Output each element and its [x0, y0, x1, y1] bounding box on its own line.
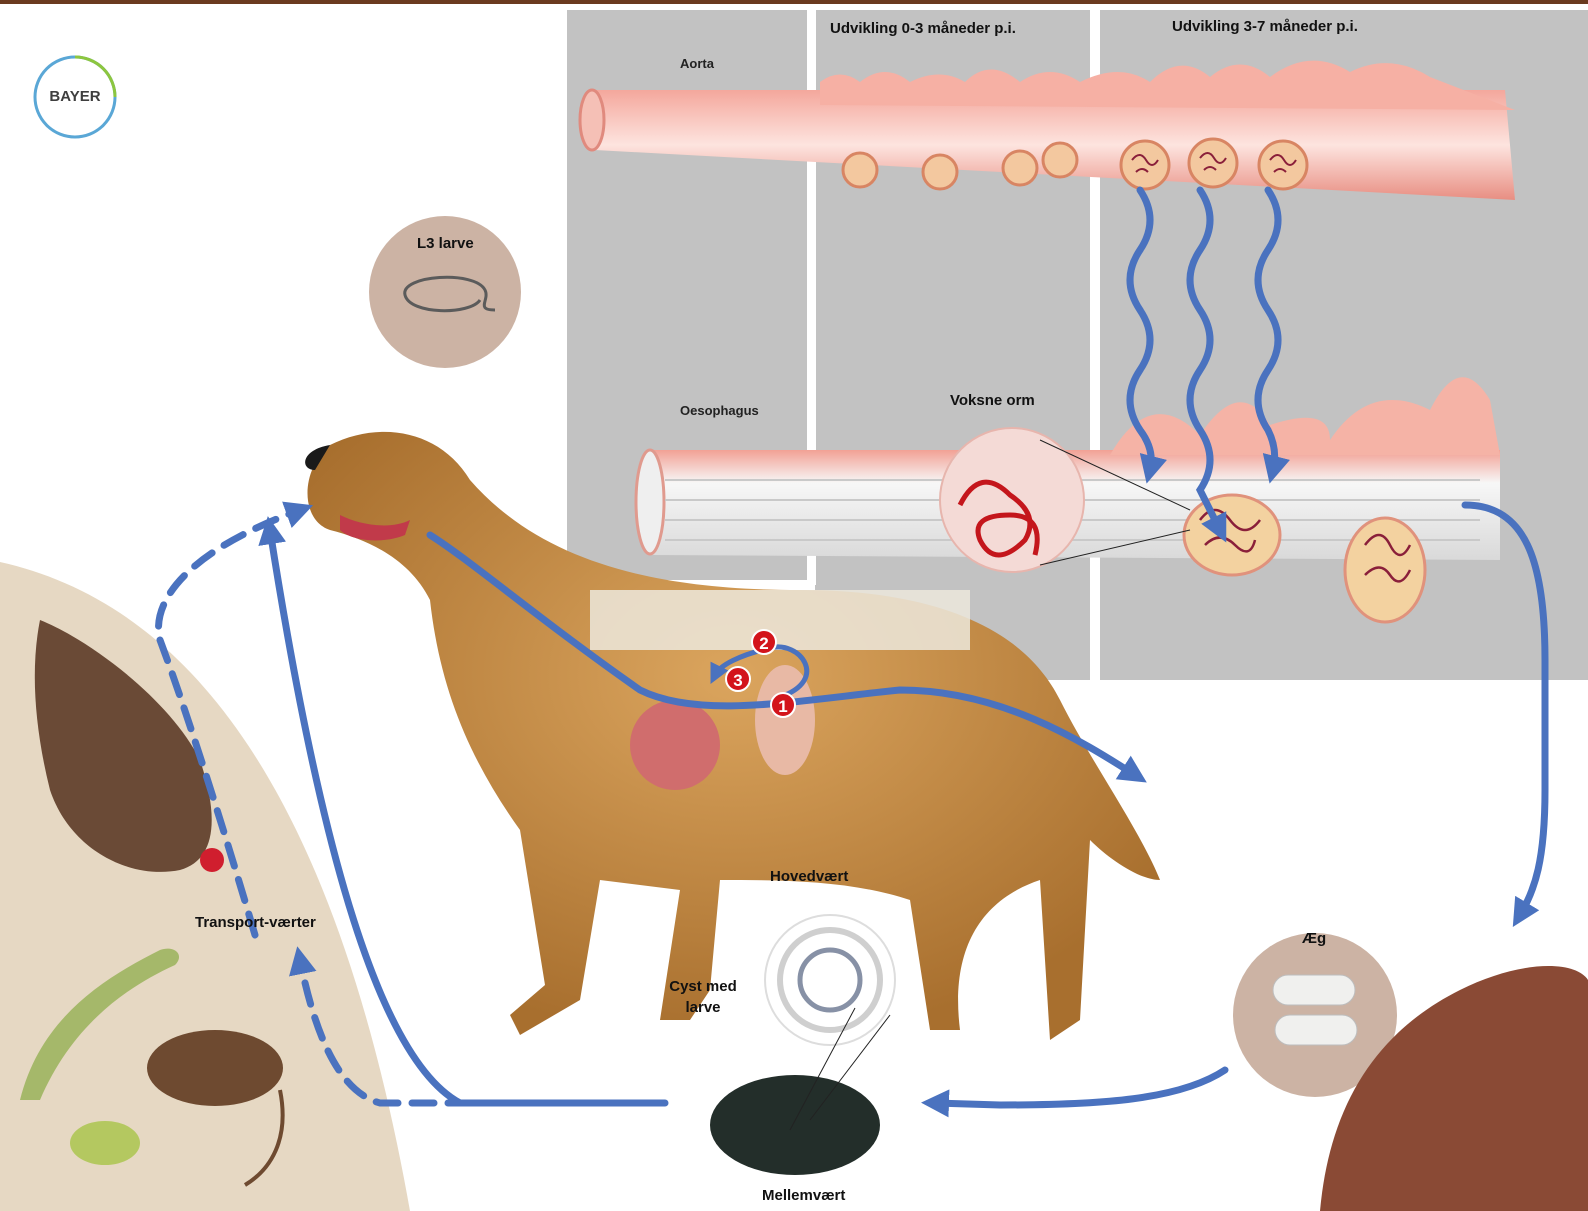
- label-transport-hosts: Transport-værter: [195, 914, 316, 931]
- header-dev-3-7: Udvikling 3-7 måneder p.i.: [1172, 18, 1358, 35]
- frog-illustration: [70, 1121, 140, 1165]
- label-cyst-with-larva: Cyst med larve: [668, 976, 738, 1018]
- bayer-logo-text: BAYER: [36, 88, 114, 105]
- label-l3-larva: L3 larve: [417, 235, 474, 252]
- migration-step-1: 1: [770, 692, 796, 718]
- migration-step-2: 2: [751, 629, 777, 655]
- header-dev-0-3: Udvikling 0-3 måneder p.i.: [830, 20, 1016, 37]
- label-adult-worms: Voksne orm: [950, 392, 1035, 409]
- label-intermediate-host: Mellemvært: [762, 1187, 845, 1204]
- label-aorta: Aorta: [680, 56, 714, 71]
- migration-step-3: 3: [725, 666, 751, 692]
- label-eggs: Æg: [1302, 930, 1326, 947]
- cyst-illustration: [765, 915, 895, 1045]
- label-definitive-host: Hovedvært: [770, 868, 848, 885]
- label-oesophagus: Oesophagus: [680, 403, 759, 418]
- arrow-to-beetle: [935, 1070, 1225, 1105]
